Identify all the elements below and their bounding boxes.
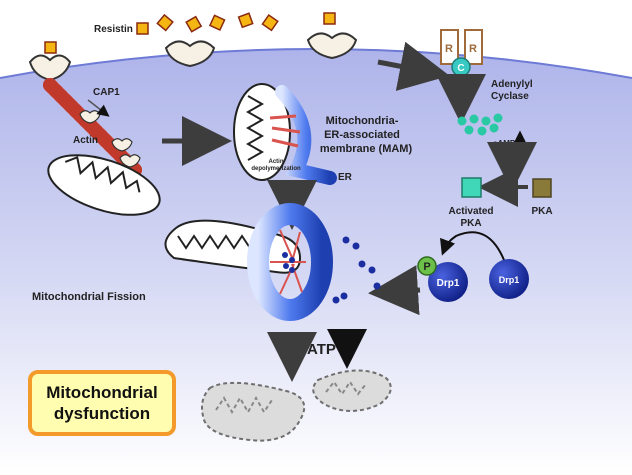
er-ring [247, 203, 333, 321]
outcome-line-2: dysfunction [53, 404, 151, 423]
dysfunctional-mitochondria [201, 369, 392, 442]
arrow-drp1-phosphorylation [440, 231, 505, 261]
adenylyl-label-1: Adenylyl [491, 79, 533, 90]
pka-active [461, 177, 482, 198]
mitochondrion-mam [233, 83, 291, 181]
activated-pka-label-1: Activated [448, 206, 493, 217]
er-label-top: ER [338, 172, 353, 183]
resistin-label: Resistin [94, 24, 133, 35]
er-tubule-mam [275, 85, 337, 185]
drp1-active-label: Drp1 [437, 278, 460, 289]
drp1-recruitment-dots [332, 236, 381, 304]
actin-depoly-label-2: depolymerization [251, 166, 301, 172]
resistin-molecules [44, 12, 336, 54]
camp-molecules [457, 113, 503, 136]
cap1-receptors [28, 32, 358, 82]
pka-inactive [532, 178, 552, 198]
arrow-drp1-to-fission [368, 265, 421, 316]
adenylyl-label-2: Cyclase [491, 91, 529, 102]
receptor-r-left: R [445, 43, 453, 55]
mam-label-2: ER-associated [324, 129, 400, 141]
outcome-line-1: Mitochondrial [46, 383, 158, 402]
actin-depoly-label-1: Actin [269, 159, 284, 165]
atp-label: ATP [307, 341, 336, 358]
drp1-label: Drp1 [499, 275, 520, 285]
actin-filament [43, 78, 142, 177]
catalytic-c: C [457, 63, 464, 74]
drp1-active [428, 262, 468, 302]
phospho-label: P [423, 261, 430, 273]
arrow-to-adenylyl-cyclase [377, 41, 450, 91]
pka-label: PKA [531, 206, 552, 217]
fission-drp1-cluster [282, 252, 295, 273]
mitochondrion-left [47, 154, 161, 216]
fission-label: Mitochondrial Fission [32, 291, 146, 303]
receptor-r-right: R [469, 43, 477, 55]
mitochondrial-dysfunction-box: Mitochondrial dysfunction [28, 370, 176, 436]
mam-label-3: membrane (MAM) [320, 143, 413, 155]
activated-pka-label-2: PKA [460, 218, 481, 229]
mam-actin-fragments [269, 114, 301, 148]
camp-label: cAMP [493, 139, 516, 148]
cap1-binding-arrow [87, 99, 110, 117]
cap1-proteins-on-actin [79, 110, 141, 168]
dysfunctional-cristae [215, 380, 367, 415]
cap1-label: CAP1 [93, 87, 120, 98]
actin-label: Actin [73, 135, 98, 146]
drp1-inactive [489, 259, 529, 299]
mam-label-1: Mitochondria- [326, 115, 399, 127]
